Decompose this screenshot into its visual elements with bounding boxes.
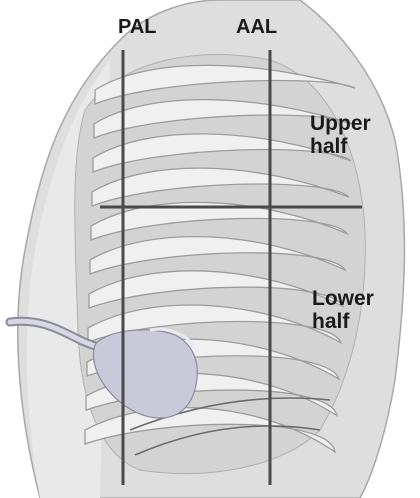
upper-half-line2: half — [310, 135, 400, 158]
lower-half-label: Lower half — [312, 287, 402, 333]
upper-half-line1: Upper — [310, 112, 400, 135]
upper-half-label: Upper half — [310, 112, 400, 158]
pal-label: PAL — [118, 16, 157, 38]
lower-half-line1: Lower — [312, 287, 402, 310]
aal-label: AAL — [236, 16, 277, 38]
lower-half-line2: half — [312, 310, 402, 333]
